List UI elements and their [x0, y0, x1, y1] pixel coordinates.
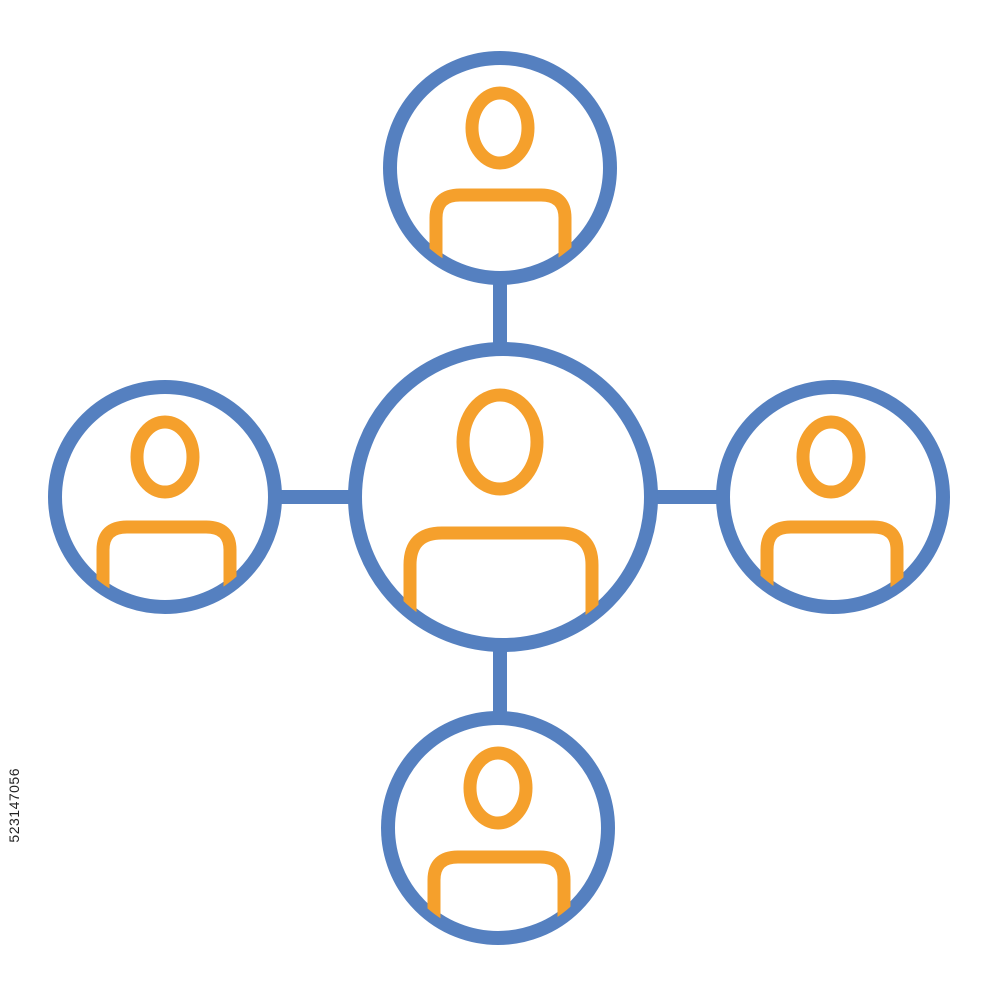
node-center-ring [348, 342, 658, 652]
stock-id-label: 523147056 [6, 768, 22, 843]
node-bottom-ring [381, 711, 615, 945]
node-top-ring [383, 51, 617, 285]
node-right-ring [716, 380, 950, 614]
user-icon [96, 415, 237, 590]
user-icon [427, 746, 571, 920]
node-right [716, 380, 950, 614]
node-top [383, 51, 617, 285]
user-icon [760, 415, 904, 590]
node-center [348, 342, 658, 652]
node-bottom [381, 711, 615, 945]
connector-lines [280, 282, 718, 713]
node-left-ring [48, 380, 282, 614]
user-icon [403, 388, 599, 641]
node-left [48, 380, 282, 614]
user-icon [429, 86, 572, 260]
